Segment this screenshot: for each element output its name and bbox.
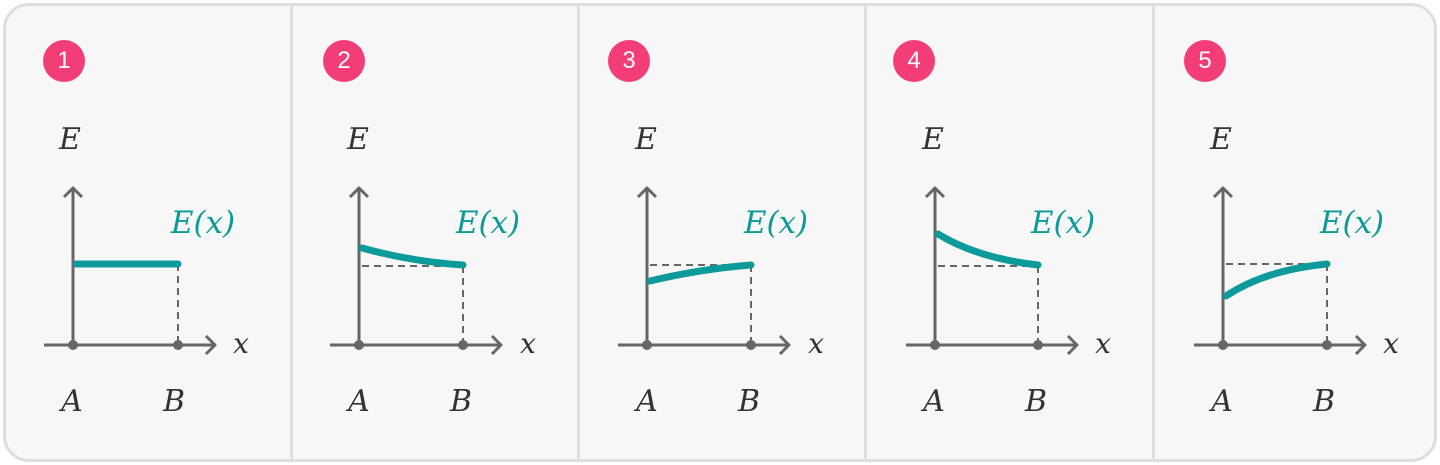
e-axis-label: E xyxy=(58,122,81,157)
panel-divider xyxy=(577,6,580,459)
a-label: A xyxy=(920,384,945,419)
panel-2: 2 E E(x) x A B xyxy=(293,6,578,459)
field-plot: E E(x) x A B xyxy=(44,122,249,419)
e-axis-label: E xyxy=(1209,122,1232,157)
b-label: B xyxy=(162,384,185,419)
point-b xyxy=(746,340,756,350)
panel-1: 1 E E(x) x A B xyxy=(6,6,291,459)
point-b xyxy=(458,340,468,350)
field-curve xyxy=(1222,260,1331,300)
y-axis xyxy=(636,186,658,345)
panel-divider xyxy=(1152,6,1155,459)
a-label: A xyxy=(1208,384,1233,419)
point-b xyxy=(1322,340,1332,350)
field-plot: E E(x) x A B xyxy=(618,122,824,419)
point-a xyxy=(1218,340,1228,350)
panel-number-badge: 2 xyxy=(323,40,365,82)
y-axis xyxy=(924,186,946,345)
field-curve xyxy=(358,244,467,269)
panel-number-badge: 1 xyxy=(43,40,85,82)
a-label: A xyxy=(345,384,370,419)
point-b xyxy=(173,340,183,350)
curve-label: E(x) xyxy=(1030,205,1095,241)
e-axis-label: E xyxy=(634,122,657,157)
diagram-card: 1 E E(x) x A B 2 xyxy=(3,3,1437,462)
b-label: B xyxy=(737,384,760,419)
panel-divider xyxy=(864,6,867,459)
curve-label: E(x) xyxy=(1319,205,1384,241)
point-a xyxy=(930,340,940,350)
x-axis-label: x xyxy=(520,327,536,360)
e-axis-label: E xyxy=(921,122,944,157)
panel-3: 3 E E(x) x A B xyxy=(580,6,865,459)
x-axis-label: x xyxy=(808,327,824,360)
y-axis xyxy=(1212,186,1234,345)
field-plot: E E(x) x A B xyxy=(330,122,536,419)
y-axis xyxy=(348,186,370,345)
panel-divider xyxy=(290,6,293,459)
field-plot: E E(x) x A B xyxy=(906,122,1111,419)
curve-label: E(x) xyxy=(455,205,520,241)
x-axis-label: x xyxy=(233,327,249,360)
a-label: A xyxy=(633,384,658,419)
b-label: B xyxy=(449,384,472,419)
point-a xyxy=(642,340,652,350)
e-axis-label: E xyxy=(346,122,369,157)
panel-4: 4 E E(x) x A B xyxy=(867,6,1152,459)
field-curve xyxy=(646,261,755,285)
panel-number-badge: 3 xyxy=(608,40,650,82)
point-a xyxy=(354,340,364,350)
panel-number-badge: 4 xyxy=(893,40,935,82)
x-axis-label: x xyxy=(1383,327,1399,360)
curve-label: E(x) xyxy=(743,205,808,241)
panel-5: 5 E E(x) x A B xyxy=(1155,6,1434,459)
curve-label: E(x) xyxy=(170,205,235,241)
field-curve xyxy=(934,230,1042,269)
panel-number-badge: 5 xyxy=(1184,40,1226,82)
b-label: B xyxy=(1024,384,1047,419)
field-plot: E E(x) x A B xyxy=(1194,122,1399,419)
x-axis-label: x xyxy=(1095,327,1111,360)
a-label: A xyxy=(58,384,83,419)
point-b xyxy=(1033,340,1043,350)
point-a xyxy=(68,340,78,350)
b-label: B xyxy=(1312,384,1335,419)
y-axis xyxy=(62,186,84,345)
